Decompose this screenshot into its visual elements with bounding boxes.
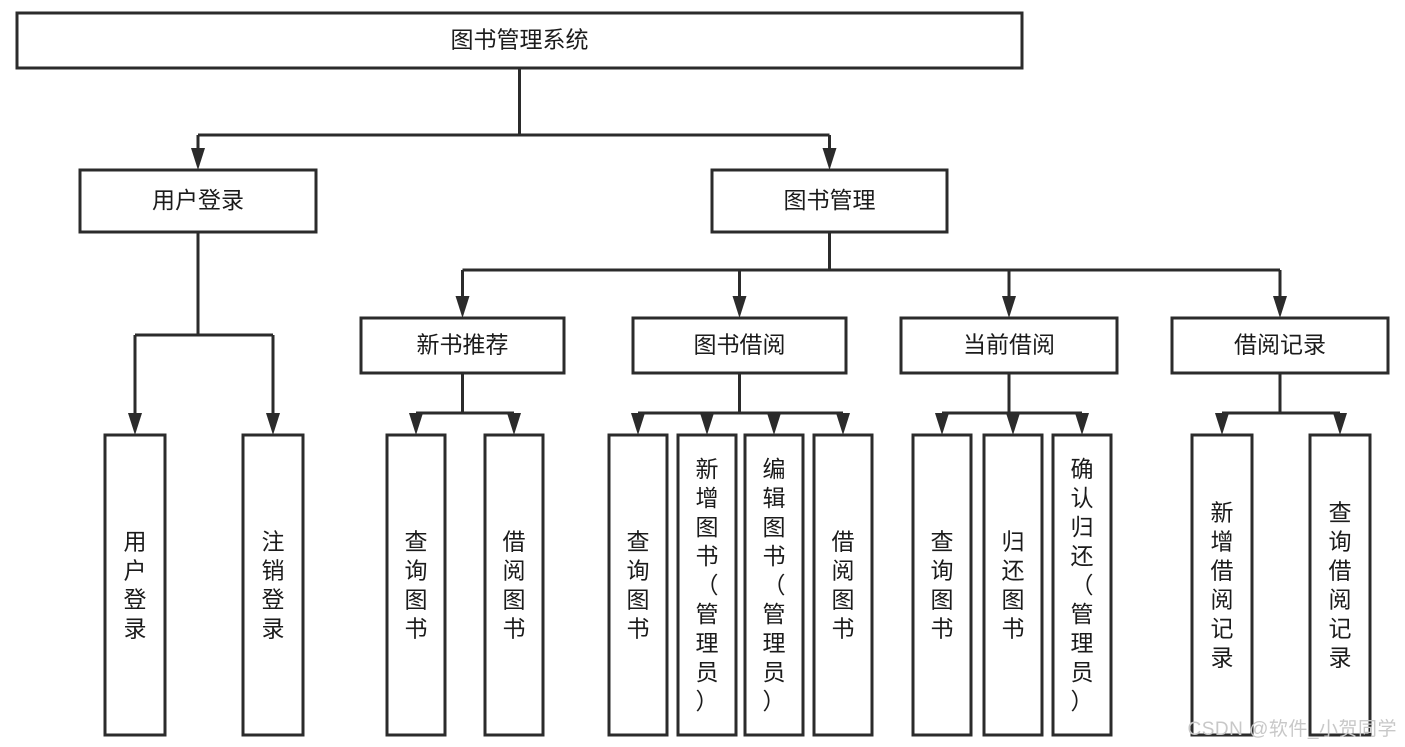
node-current-borrow-label: 当前借阅 [963,332,1055,358]
node-book-management-box [710,168,949,234]
node-new-book-recommend-label: 新书推荐 [417,332,509,358]
node-leaf-query-book-current[interactable]: 查询图书 [911,433,973,737]
node-leaf-confirm-return-box [1051,433,1113,737]
node-root-system-label: 图书管理系统 [451,27,589,53]
node-leaf-query-book-borrow[interactable]: 查询图书 [607,433,669,737]
node-leaf-query-borrow-record-label: 查询借阅记录 [1329,500,1352,671]
node-leaf-query-book-recommend-box [385,433,447,737]
node-leaf-confirm-return[interactable]: 确认归还（管理员） [1051,433,1113,737]
node-leaf-edit-book-label: 编辑图书（管理员） [763,456,786,714]
node-leaf-return-book-label: 归还图书 [1002,529,1025,642]
node-book-borrow-box [631,316,848,375]
node-root-system[interactable]: 图书管理系统 [15,11,1024,70]
leafbus-new-book-recommend-arrow-0 [409,413,423,435]
node-leaf-return-book[interactable]: 归还图书 [982,433,1044,737]
nodes-layer: 图书管理系统用户登录图书管理新书推荐图书借阅当前借阅借阅记录用户登录注销登录查询… [15,11,1390,737]
node-leaf-borrow-book-label: 借阅图书 [832,529,855,642]
node-user-login[interactable]: 用户登录 [78,168,318,234]
leafbus-borrow-record-arrow-0 [1215,413,1229,435]
connectors-layer [128,68,1347,435]
leafbus-book-borrow-arrow-1 [700,413,714,435]
node-new-book-recommend[interactable]: 新书推荐 [359,316,566,375]
node-borrow-record[interactable]: 借阅记录 [1170,316,1390,375]
node-current-borrow-box [899,316,1119,375]
node-new-book-recommend-box [359,316,566,375]
root-to-level2-arrow-0 [191,148,205,170]
node-borrow-record-box [1170,316,1390,375]
node-leaf-return-book-box [982,433,1044,737]
leafbus-new-book-recommend-arrow-1 [507,413,521,435]
node-user-login-box [78,168,318,234]
node-leaf-query-book-recommend-label: 查询图书 [405,529,428,642]
bookmgmt-to-level3-arrow-2 [1002,296,1016,318]
node-leaf-query-borrow-record[interactable]: 查询借阅记录 [1308,433,1372,737]
node-leaf-query-book-current-box [911,433,973,737]
bookmgmt-to-level3-arrow-3 [1273,296,1287,318]
node-borrow-record-label: 借阅记录 [1234,332,1326,358]
node-leaf-add-borrow-record[interactable]: 新增借阅记录 [1190,433,1254,737]
leafbus-current-borrow-arrow-2 [1075,413,1089,435]
node-leaf-user-login[interactable]: 用户登录 [103,433,167,737]
leafbus-book-borrow-arrow-0 [631,413,645,435]
node-leaf-edit-book-box [743,433,805,737]
node-book-borrow-label: 图书借阅 [694,332,786,358]
node-leaf-user-login-box [103,433,167,737]
node-leaf-query-book-borrow-box [607,433,669,737]
node-leaf-user-login-label: 用户登录 [124,529,147,642]
node-leaf-query-book-borrow-label: 查询图书 [627,529,650,642]
leafbus-user-login-arrow-1 [266,413,280,435]
node-leaf-logout-login-label: 注销登录 [262,529,285,642]
bookmgmt-to-level3-arrow-1 [732,296,747,318]
csdn-watermark: CSDN @软件_小贺同学 [1187,719,1397,740]
node-book-management-label: 图书管理 [784,187,876,213]
node-leaf-borrow-book-box [812,433,874,737]
node-book-management[interactable]: 图书管理 [710,168,949,234]
node-leaf-confirm-return-label: 确认归还（管理员） [1071,456,1094,714]
node-leaf-add-borrow-record-box [1190,433,1254,737]
leafbus-user-login-arrow-0 [128,413,142,435]
node-user-login-label: 用户登录 [152,187,244,213]
node-leaf-add-book-label: 新增图书（管理员） [696,456,719,714]
leafbus-book-borrow-arrow-3 [836,413,850,435]
node-leaf-borrow-book[interactable]: 借阅图书 [812,433,874,737]
leafbus-current-borrow-arrow-0 [935,413,949,435]
bookmgmt-to-level3-arrow-0 [455,296,470,318]
node-leaf-add-book[interactable]: 新增图书（管理员） [676,433,738,737]
node-leaf-add-borrow-record-label: 新增借阅记录 [1211,500,1234,671]
node-root-system-box [15,11,1024,70]
root-to-level2-arrow-1 [822,148,837,170]
leafbus-current-borrow-arrow-1 [1006,413,1020,435]
node-leaf-query-book-recommend[interactable]: 查询图书 [385,433,447,737]
leafbus-borrow-record-arrow-1 [1333,413,1347,435]
node-leaf-borrow-book-recommend-box [483,433,545,737]
leafbus-book-borrow-arrow-2 [767,413,781,435]
node-leaf-logout-login[interactable]: 注销登录 [241,433,305,737]
node-leaf-borrow-book-recommend[interactable]: 借阅图书 [483,433,545,737]
node-book-borrow[interactable]: 图书借阅 [631,316,848,375]
node-leaf-add-book-box [676,433,738,737]
node-leaf-logout-login-box [241,433,305,737]
node-leaf-query-book-current-label: 查询图书 [931,529,954,642]
node-leaf-edit-book[interactable]: 编辑图书（管理员） [743,433,805,737]
node-leaf-borrow-book-recommend-label: 借阅图书 [503,529,526,642]
node-current-borrow[interactable]: 当前借阅 [899,316,1119,375]
node-leaf-query-borrow-record-box [1308,433,1372,737]
